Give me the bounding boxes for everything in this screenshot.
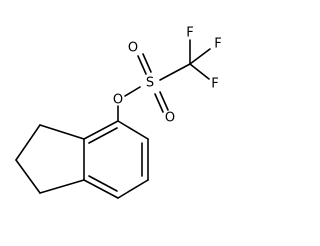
bond-s-o-upper-a	[137, 55, 147, 75]
bond-c6-c7	[117, 179, 149, 199]
bond-o-s	[124, 86, 141, 97]
bond-c4-c5	[117, 120, 149, 140]
bond-c3-c2	[15, 124, 41, 161]
bond-s-cf3	[159, 63, 191, 81]
atom-sulfonyl-oxygen-lower: O	[165, 111, 175, 126]
bond-c7-c7a-inner	[88, 175, 118, 192]
bond-c3a-c4-inner	[88, 127, 118, 144]
bond-s-o-upper-b	[142, 53, 152, 73]
bond-s-o-lower-a	[154, 93, 164, 113]
atom-fluorine-middle: F	[211, 77, 218, 92]
bond-c1-c7a	[39, 179, 85, 194]
atom-sulfur: S	[146, 76, 154, 91]
bond-s-o-lower-b	[159, 91, 169, 111]
chemical-structure: O S O O F F F	[15, 26, 222, 199]
atom-sulfonyl-oxygen-upper: O	[128, 41, 138, 56]
bond-c3a-c3	[39, 124, 85, 140]
atom-fluorine-top: F	[186, 26, 193, 41]
bond-c-f-right	[189, 48, 211, 65]
bond-c7-c7a	[83, 179, 119, 199]
atom-labels: O S O O F F F	[113, 26, 222, 126]
bond-c2-c1	[15, 159, 41, 194]
bond-c3a-c4	[83, 120, 119, 140]
atom-fluorine-right: F	[214, 37, 221, 52]
bonds	[15, 39, 211, 199]
atom-ester-oxygen: O	[113, 93, 123, 108]
bond-c-f-middle	[189, 63, 210, 80]
